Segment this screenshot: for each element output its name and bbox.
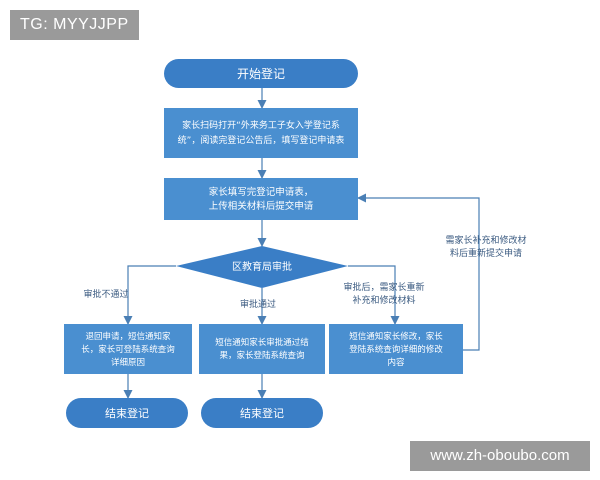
step2-line-2: 上传相关材料后提交申请 xyxy=(209,200,314,212)
connector-decision-right xyxy=(348,265,400,325)
connector-loop-back xyxy=(357,193,480,351)
mid-result-line-1: 短信通知家长审批通过结 xyxy=(215,337,309,348)
watermark-top-left: TG: MYYJJPP xyxy=(10,10,139,40)
connector-decision-left xyxy=(123,265,176,325)
step1-box xyxy=(164,108,358,158)
start-terminal xyxy=(164,59,358,88)
loop-label-line-2: 料后重新提交申请 xyxy=(450,247,522,259)
branch-mid-label: 审批通过 xyxy=(240,298,276,310)
right-result-line-3: 内容 xyxy=(387,357,405,368)
branch-left-label: 审批不通过 xyxy=(83,288,128,300)
mid-result-box xyxy=(199,324,325,374)
left-result-line-1: 退回申请，短信通知家 xyxy=(85,331,171,342)
right-result-line-2: 登陆系统查询详细的修改 xyxy=(349,344,443,355)
loop-label-line-1: 需家长补充和修改材 xyxy=(445,234,526,246)
step1-line-1: 家长扫码打开“外来务工子女入学登记系 xyxy=(182,119,340,131)
start-terminal-label: 开始登记 xyxy=(237,66,285,81)
right-result-box xyxy=(329,324,463,374)
end-terminal-left xyxy=(66,398,188,428)
watermark-bottom-right: www.zh-oboubo.com xyxy=(410,441,590,471)
branch-right-label-line-2: 补充和修改材料 xyxy=(352,294,415,306)
left-result-line-3: 详细原因 xyxy=(111,357,145,368)
right-result-line-1: 短信通知家长修改，家长 xyxy=(349,331,443,342)
step2-box xyxy=(164,178,358,220)
mid-result-line-2: 果，家长登陆系统查询 xyxy=(219,350,304,361)
decision-label: 区教育局审批 xyxy=(232,260,292,273)
end-terminal-left-label: 结束登记 xyxy=(105,406,149,420)
connectors xyxy=(123,88,480,399)
left-result-box xyxy=(64,324,192,374)
end-terminal-mid-label: 结束登记 xyxy=(240,406,284,420)
step1-line-2: 统”，阅读完登记公告后，填写登记申请表 xyxy=(178,134,345,146)
end-terminal-mid xyxy=(201,398,323,428)
decision-diamond xyxy=(176,246,348,288)
step2-line-1: 家长填写完登记申请表， xyxy=(209,186,314,198)
branch-right-label-line-1: 审批后，需家长重新 xyxy=(343,281,424,293)
left-result-line-2: 长，家长可登陆系统查询 xyxy=(81,344,175,355)
